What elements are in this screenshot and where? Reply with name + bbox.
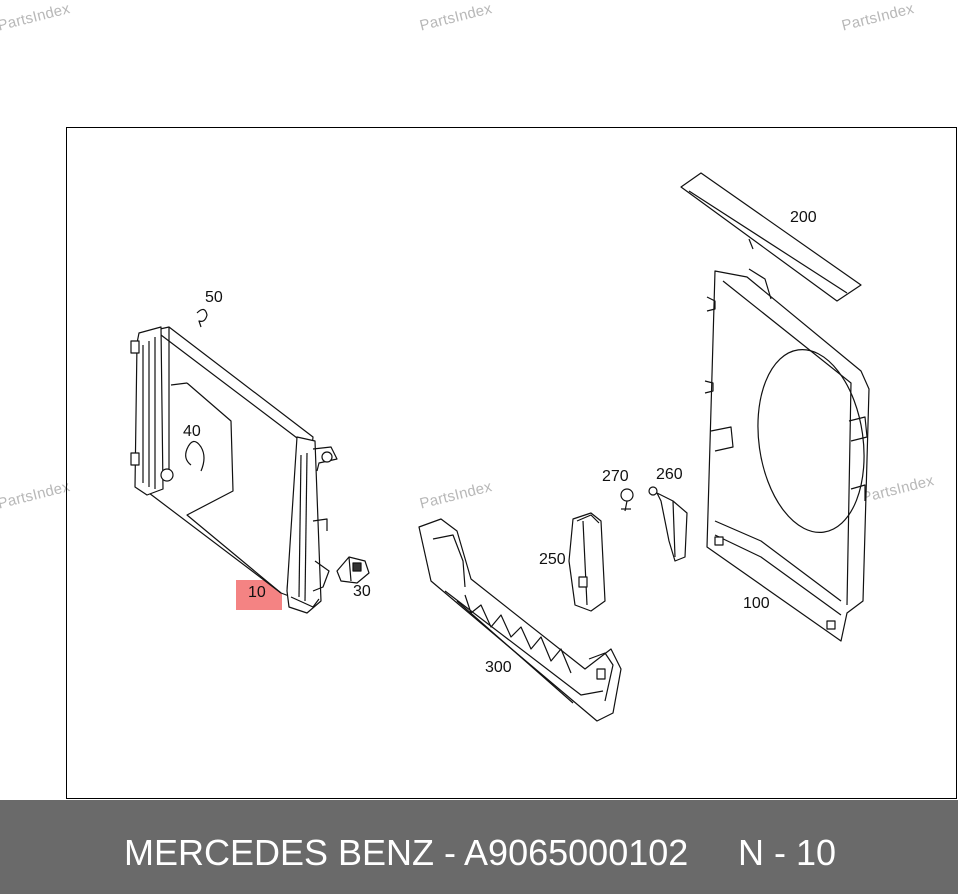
footer-bar: MERCEDES BENZ - A9065000102 N - 10 [0, 800, 958, 894]
watermark-mid-left: PartsIndex [0, 478, 72, 513]
radiator-part-10 [130, 326, 338, 614]
retainer-part-40 [185, 440, 205, 472]
watermark-top-center: PartsIndex [418, 0, 494, 35]
callout-260: 260 [656, 466, 683, 483]
callout-30: 30 [353, 583, 371, 600]
callout-40: 40 [183, 423, 201, 440]
clip-part-50 [196, 308, 208, 328]
bracket-part-260 [648, 486, 688, 562]
callout-50: 50 [205, 289, 223, 306]
deflector-part-250 [568, 512, 606, 612]
fan-shroud-part-100 [704, 268, 870, 642]
callout-10: 10 [248, 584, 266, 601]
parts-diagram [130, 172, 870, 722]
seal-part-200 [680, 172, 862, 302]
sensor-part-30 [336, 556, 370, 584]
callout-250: 250 [539, 551, 566, 568]
brand-part-number: MERCEDES BENZ - A9065000102 [124, 832, 689, 873]
watermark-top-right: PartsIndex [840, 0, 916, 35]
watermark-top-left: PartsIndex [0, 0, 72, 35]
parts-diagram-frame [66, 127, 957, 799]
callout-270: 270 [602, 468, 629, 485]
callout-200: 200 [790, 209, 817, 226]
screw-part-270 [620, 488, 634, 512]
callout-100: 100 [743, 595, 770, 612]
callout-300: 300 [485, 659, 512, 676]
position-number: N - 10 [738, 832, 837, 873]
air-guide-part-300 [418, 518, 622, 722]
